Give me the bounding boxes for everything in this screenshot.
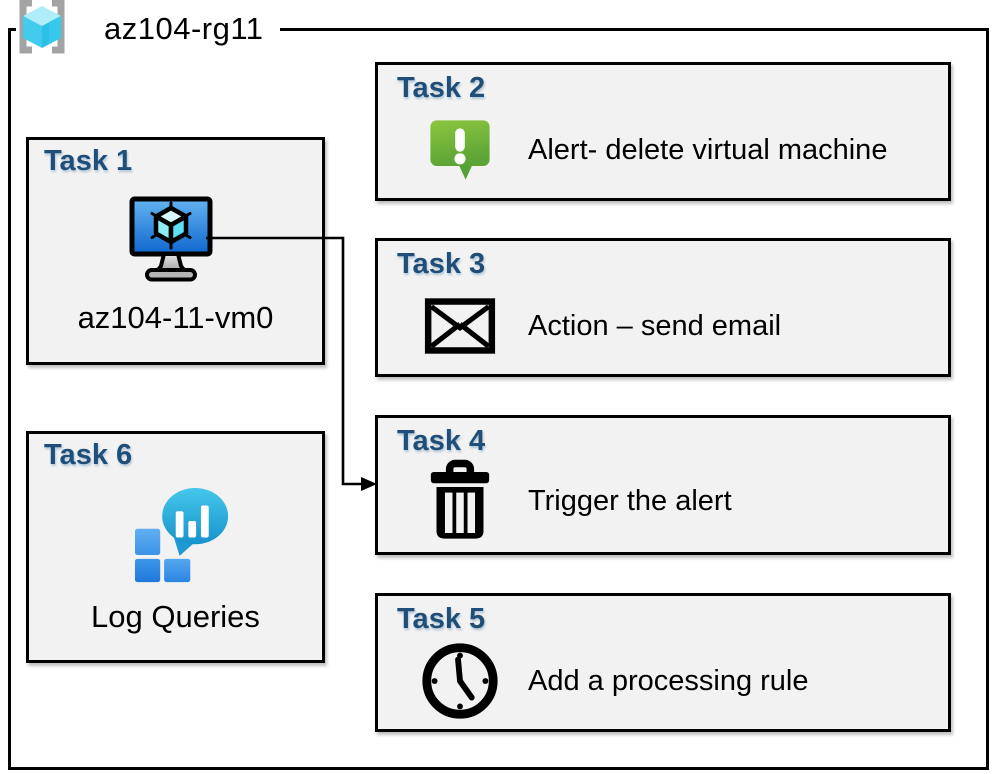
task5-title: Task 5: [397, 603, 486, 635]
task3-title: Task 3: [397, 248, 486, 280]
log-analytics-icon: [135, 488, 232, 591]
task2-title: Task 2: [397, 72, 486, 104]
task6-box: Task 6: [26, 431, 325, 663]
resource-group-icon: [16, 0, 68, 60]
task6-label: Log Queries: [91, 599, 260, 634]
task5-label: Add a processing rule: [528, 664, 809, 697]
task1-box: Task 1: [26, 137, 325, 365]
resource-group-header: az104-rg11: [16, 0, 280, 58]
task5-box: Task 5 Add a processing rule: [375, 593, 951, 732]
virtual-machine-icon: [121, 196, 221, 291]
task6-title: Task 6: [44, 439, 133, 471]
task4-box: Trigger the alert Task 4: [375, 415, 951, 555]
resource-group-name: az104-rg11: [104, 11, 264, 46]
task2-box: Task 2 Alert- delete virtual machine: [375, 62, 951, 201]
email-envelope-icon: [416, 297, 504, 355]
task1-label: az104-11-vm0: [77, 300, 274, 335]
trash-delete-icon: [416, 459, 504, 545]
task2-label: Alert- delete virtual machine: [528, 133, 888, 166]
task3-label: Action – send email: [528, 309, 782, 342]
task4-title: Task 4: [397, 425, 486, 457]
clock-icon: [416, 639, 504, 723]
task1-title: Task 1: [44, 145, 133, 177]
task4-label: Trigger the alert: [528, 485, 732, 517]
alert-message-icon: [416, 114, 504, 186]
task3-box: Task 3 Action – send email: [375, 238, 951, 377]
